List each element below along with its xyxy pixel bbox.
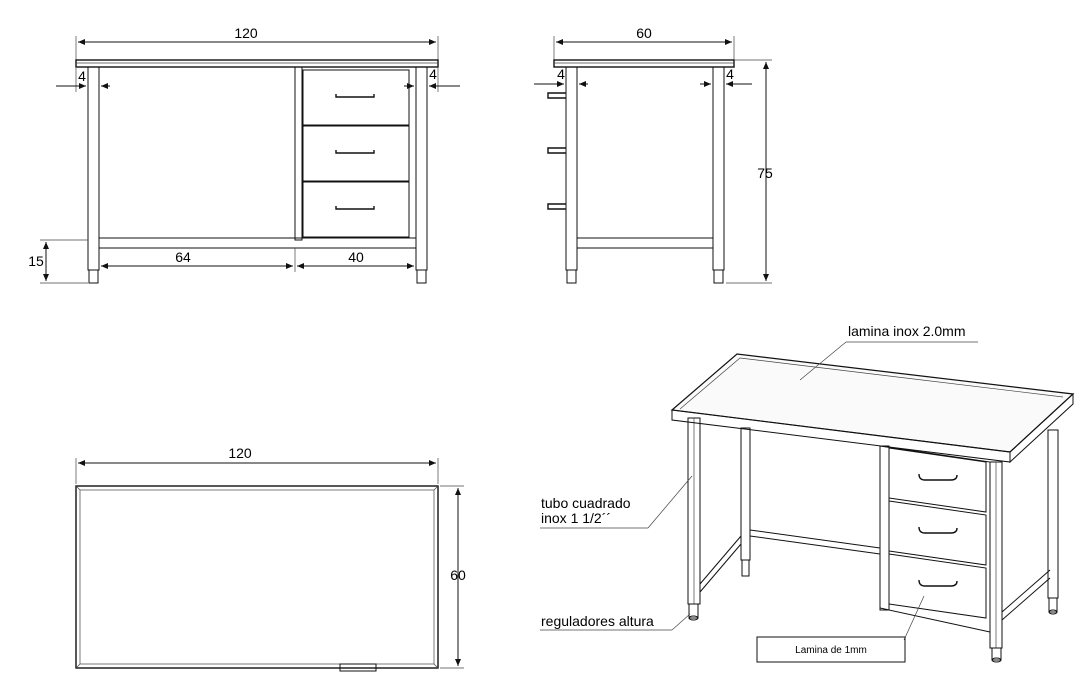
front-width-label: 120 <box>234 25 258 41</box>
iso-feet-note: reguladores altura <box>541 613 654 629</box>
side-height-label: 75 <box>757 165 773 181</box>
iso-back-left-leg <box>740 427 751 577</box>
side-depth-dimension: 60 <box>553 25 735 60</box>
iso-drawer-2 <box>888 500 987 566</box>
front-drawer-2 <box>302 125 410 182</box>
side-tabletop <box>553 59 735 68</box>
top-width-dimension: 120 <box>75 445 439 484</box>
isometric-view: lamina inox 2.0mm tubo cuadrado inox 1 1… <box>540 323 1075 663</box>
front-drawer-3-handle-icon <box>335 206 375 210</box>
iso-back-right-leg <box>1047 429 1059 615</box>
iso-right-crossbar <box>1001 569 1051 621</box>
iso-drawer-1 <box>888 447 987 513</box>
iso-drawer-sheet-note: Lamina de 1mm <box>795 645 867 656</box>
side-height-dimension: 75 <box>726 59 773 284</box>
front-drawer-1-handle-icon <box>335 94 375 98</box>
iso-drawer-3-handle-icon <box>918 579 958 587</box>
side-left-inset-dimension: 4 <box>534 66 588 87</box>
front-foot-height-dimension: 15 <box>28 239 88 284</box>
front-width-dimension: 120 <box>75 25 439 60</box>
top-depth-dimension: 60 <box>440 485 466 669</box>
side-left-inset-label: 4 <box>557 66 565 82</box>
front-right-inset-label: 4 <box>429 66 437 82</box>
front-left-inset-label: 4 <box>78 68 86 84</box>
iso-back-crossbar <box>749 529 881 555</box>
side-right-inset-dimension: 4 <box>700 66 752 87</box>
front-drawer-stack <box>302 69 410 238</box>
top-depth-label: 60 <box>450 567 466 583</box>
side-lower-crossbar <box>576 237 714 249</box>
top-drawer-handle-icon <box>339 663 377 672</box>
front-view: 120 4 <box>28 25 460 284</box>
front-lower-crossbar <box>98 237 417 249</box>
iso-tube-callout: tubo cuadrado inox 1 1/2´´ <box>540 475 693 529</box>
front-foot-height-label: 15 <box>28 253 44 269</box>
front-open-bay-label: 64 <box>175 249 191 265</box>
top-outline <box>75 485 439 669</box>
front-left-inset-dimension: 4 <box>56 68 110 92</box>
iso-drawer-cabinet <box>879 445 991 633</box>
iso-feet-callout: reguladores altura <box>540 613 691 631</box>
side-back-leg <box>712 66 725 284</box>
iso-drawer-1-handle-icon <box>918 473 958 481</box>
iso-left-crossbar <box>699 535 742 593</box>
side-depth-label: 60 <box>636 25 652 41</box>
top-view: 120 60 <box>75 445 466 672</box>
front-drawer-bay-label: 40 <box>348 249 364 265</box>
iso-drawer-3 <box>888 553 987 619</box>
iso-top-sheet-note: lamina inox 2.0mm <box>848 323 966 339</box>
front-drawer-2-handle-icon <box>335 150 375 154</box>
side-drawer-pulls <box>547 92 566 210</box>
iso-drawer-sheet-callout: Lamina de 1mm <box>756 595 925 663</box>
side-right-inset-label: 4 <box>726 66 734 82</box>
iso-tabletop <box>670 353 1075 464</box>
front-left-leg <box>87 66 100 284</box>
iso-tube-note-line1: tubo cuadrado <box>541 495 631 511</box>
side-view: 60 4 4 <box>534 25 773 284</box>
iso-front-right-leg <box>989 461 1003 663</box>
front-right-inset-dimension: 4 <box>404 66 460 92</box>
iso-tube-note-line2: inox 1 1/2´´ <box>541 510 611 526</box>
iso-front-left-leg <box>687 417 701 621</box>
iso-drawer-2-handle-icon <box>918 526 958 534</box>
top-width-label: 120 <box>228 445 252 461</box>
front-tabletop <box>75 59 439 68</box>
front-right-leg <box>415 66 428 284</box>
front-bay-dimensions: 64 40 <box>101 248 414 272</box>
front-drawer-1 <box>302 69 410 126</box>
side-front-leg <box>565 66 578 284</box>
iso-top-sheet-callout: lamina inox 2.0mm <box>799 323 978 381</box>
front-drawer-3 <box>302 181 410 238</box>
front-divider-post <box>294 66 303 241</box>
